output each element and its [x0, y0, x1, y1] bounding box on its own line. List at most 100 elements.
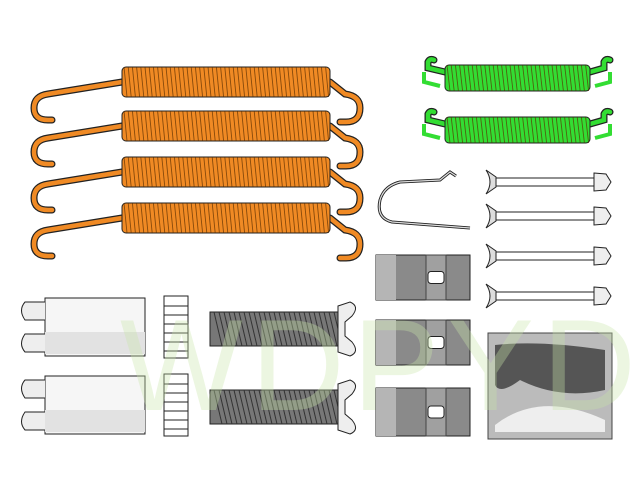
coil-turn [291, 156, 296, 188]
coil-turn [304, 66, 309, 98]
coil-turn [220, 110, 225, 142]
coil-turn [526, 116, 531, 144]
coil-turn [123, 156, 128, 188]
coil-turn [295, 66, 300, 98]
coil-turn [224, 202, 229, 234]
coil-turn [165, 202, 170, 234]
screw-thread [209, 311, 339, 347]
coil-turn [203, 156, 208, 188]
coil-turn [165, 66, 170, 98]
hook [327, 169, 363, 215]
coil-turn [157, 156, 162, 188]
adjuster-wheel [163, 373, 189, 437]
coil-turn [161, 202, 166, 234]
pin-head [485, 243, 497, 269]
coil-turn [152, 110, 157, 142]
coil-turn [316, 110, 321, 142]
coil-turn [295, 202, 300, 234]
coil-turn [568, 64, 573, 92]
coil-turn [530, 116, 535, 144]
coil-turn [203, 110, 208, 142]
coil-turn [207, 66, 212, 98]
coil-turn [194, 66, 199, 98]
coil-turn [178, 110, 183, 142]
coil-turn [543, 116, 548, 144]
coil-turn [245, 202, 250, 234]
coil-turn [169, 202, 174, 234]
coil-turn [236, 110, 241, 142]
coil-turn [304, 110, 309, 142]
coil-turn [140, 156, 145, 188]
coil-turn [505, 116, 510, 144]
coil-turn [257, 202, 262, 234]
coil-turn [186, 66, 191, 98]
coil-turn [173, 202, 178, 234]
coil-turn [148, 202, 153, 234]
coil-turn [186, 156, 191, 188]
coil-turn [278, 66, 283, 98]
coil-turn [131, 110, 136, 142]
plate-notch [427, 271, 445, 284]
coil-turn [287, 110, 292, 142]
coil-turn [580, 116, 585, 144]
coil-turn [190, 202, 195, 234]
coil-turn [262, 156, 267, 188]
coil-turn [169, 110, 174, 142]
hook [425, 57, 448, 75]
coil-turn [241, 110, 246, 142]
coil-turn [585, 64, 590, 92]
coil-turn [182, 66, 187, 98]
coil-turn [245, 66, 250, 98]
coil-turn [253, 110, 258, 142]
coil-turn [501, 64, 506, 92]
thread-line [263, 389, 273, 425]
coil-turn [253, 66, 258, 98]
thread-line [293, 389, 303, 425]
coil-turn [522, 116, 527, 144]
coil-turn [266, 66, 271, 98]
coil-turn [232, 156, 237, 188]
pin-head [485, 203, 497, 229]
coil-turn [245, 110, 250, 142]
coil-turn [173, 66, 178, 98]
thread-line [233, 311, 243, 347]
green-spring [424, 107, 614, 144]
hook [587, 109, 613, 127]
pin-cap [593, 206, 612, 226]
coil-turn [274, 66, 279, 98]
coil-turn [182, 110, 187, 142]
hook [31, 123, 125, 167]
screw-head [337, 379, 356, 435]
coil-turn [312, 66, 317, 98]
thread-line [328, 311, 338, 347]
coil-turn [576, 116, 581, 144]
coil-turn [215, 156, 220, 188]
wheel-body [163, 373, 189, 437]
coil-turn [501, 116, 506, 144]
coil-turn [496, 116, 501, 144]
coil-turn [320, 110, 325, 142]
coil-turn [308, 110, 313, 142]
coil-turn [228, 66, 233, 98]
coil-turn [471, 116, 476, 144]
coil-turn [257, 156, 262, 188]
coil-turn [186, 202, 191, 234]
coil-turn [136, 202, 141, 234]
guide-plate [375, 319, 471, 366]
coil-turn [199, 66, 204, 98]
coil-turn [283, 110, 288, 142]
coil-turn [127, 110, 132, 142]
coil-turn [274, 202, 279, 234]
retaining-clip-highlight [378, 171, 471, 229]
coil-turn [123, 110, 128, 142]
coil-turn [295, 110, 300, 142]
thread-line [248, 389, 258, 425]
coil-turn [543, 64, 548, 92]
plate-shade [376, 320, 396, 365]
coil-turn [467, 64, 472, 92]
coil-turn [144, 202, 149, 234]
thread-line [218, 311, 228, 347]
coil-turn [270, 202, 275, 234]
coil-turn [564, 64, 569, 92]
coil-turn [463, 116, 468, 144]
